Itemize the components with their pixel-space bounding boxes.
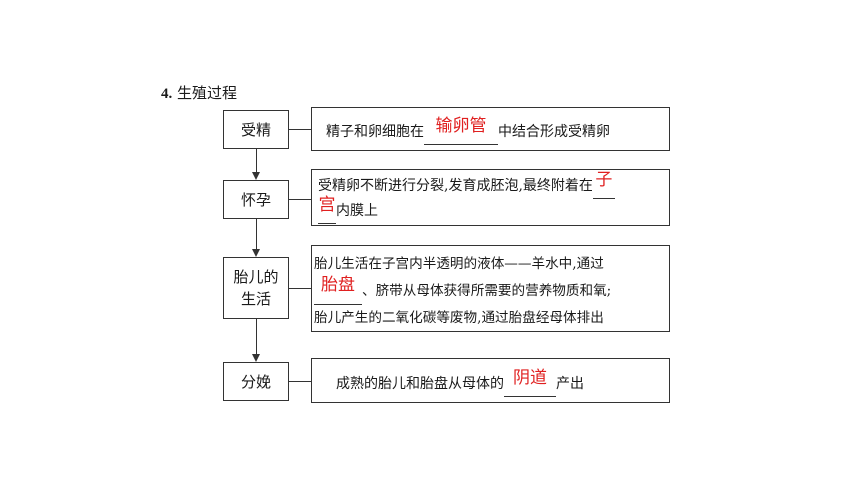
- arrow-head-1: [252, 172, 260, 180]
- desc-fertilization-post: 中结合形成受精卵: [498, 124, 610, 140]
- desc-fetal-life-line2-text: 、脐带从母体获得所需要的营养物质和氧;: [362, 283, 612, 299]
- stage-fetal-life-label-1: 胎儿的: [233, 268, 279, 286]
- desc-fetal-life: 胎儿生活在子宫内半透明的液体——羊水中,通过 胎盘、脐带从母体获得所需要的营养物…: [311, 245, 670, 332]
- stage-fertilization-label: 受精: [240, 120, 271, 139]
- connector-3: [289, 288, 311, 289]
- desc-pregnancy: 受精卵不断进行分裂,发育成胚泡,最终附着在子 宫内膜上: [311, 169, 670, 226]
- answer-blank-3: 胎盘: [314, 275, 362, 305]
- desc-fetal-life-line1: 胎儿生活在子宫内半透明的液体——羊水中,通过: [314, 256, 604, 272]
- answer-blank-2a: 子: [592, 170, 615, 199]
- desc-fetal-life-line2: 胎盘、脐带从母体获得所需要的营养物质和氧;: [314, 275, 665, 305]
- desc-pregnancy-line2: 宫内膜上: [318, 195, 665, 224]
- answer-uterus-b: 宫: [318, 195, 336, 215]
- desc-pregnancy-post: 内膜上: [336, 203, 378, 219]
- desc-pregnancy-line1: 受精卵不断进行分裂,发育成胚泡,最终附着在子: [318, 170, 665, 199]
- stage-fetal-life-label-2: 生活: [240, 290, 271, 308]
- answer-blank-1: 输卵管: [424, 116, 498, 145]
- answer-uterus-a: 子: [595, 170, 613, 190]
- arrow-line-1: [256, 149, 257, 172]
- answer-blank-2b: 宫: [318, 195, 336, 224]
- section-number: 4.: [161, 86, 173, 102]
- desc-fetal-life-line3: 胎儿产生的二氧化碳等废物,通过胎盘经母体排出: [314, 310, 604, 326]
- answer-vagina: 阴道: [513, 368, 547, 388]
- answer-blank-4: 阴道: [504, 368, 556, 397]
- connector-2: [289, 199, 311, 200]
- connector-4: [289, 381, 311, 382]
- arrow-head-2: [252, 249, 260, 257]
- section-title: 4. 生殖过程: [161, 82, 237, 103]
- stage-fetal-life: 胎儿的 生活: [223, 257, 289, 319]
- stage-fertilization: 受精: [223, 110, 289, 149]
- desc-delivery-post: 产出: [556, 376, 584, 392]
- desc-pregnancy-pre: 受精卵不断进行分裂,发育成胚泡,最终附着在: [318, 178, 593, 194]
- stage-pregnancy: 怀孕: [223, 180, 289, 219]
- stage-pregnancy-label: 怀孕: [240, 190, 271, 209]
- arrow-line-3: [256, 319, 257, 354]
- desc-fertilization-pre: 精子和卵细胞在: [326, 124, 424, 140]
- answer-placenta: 胎盘: [321, 275, 355, 295]
- stage-delivery-label: 分娩: [240, 372, 271, 391]
- connector-1: [289, 129, 311, 130]
- desc-delivery-pre: 成熟的胎儿和胎盘从母体的: [336, 376, 504, 392]
- arrow-head-3: [252, 354, 260, 362]
- desc-fertilization: 精子和卵细胞在输卵管中结合形成受精卵: [311, 107, 670, 151]
- answer-oviduct: 输卵管: [435, 116, 487, 136]
- stage-delivery: 分娩: [223, 362, 289, 401]
- section-title-text: 生殖过程: [177, 84, 238, 102]
- desc-delivery: 成熟的胎儿和胎盘从母体的阴道产出: [311, 358, 670, 403]
- arrow-line-2: [256, 219, 257, 249]
